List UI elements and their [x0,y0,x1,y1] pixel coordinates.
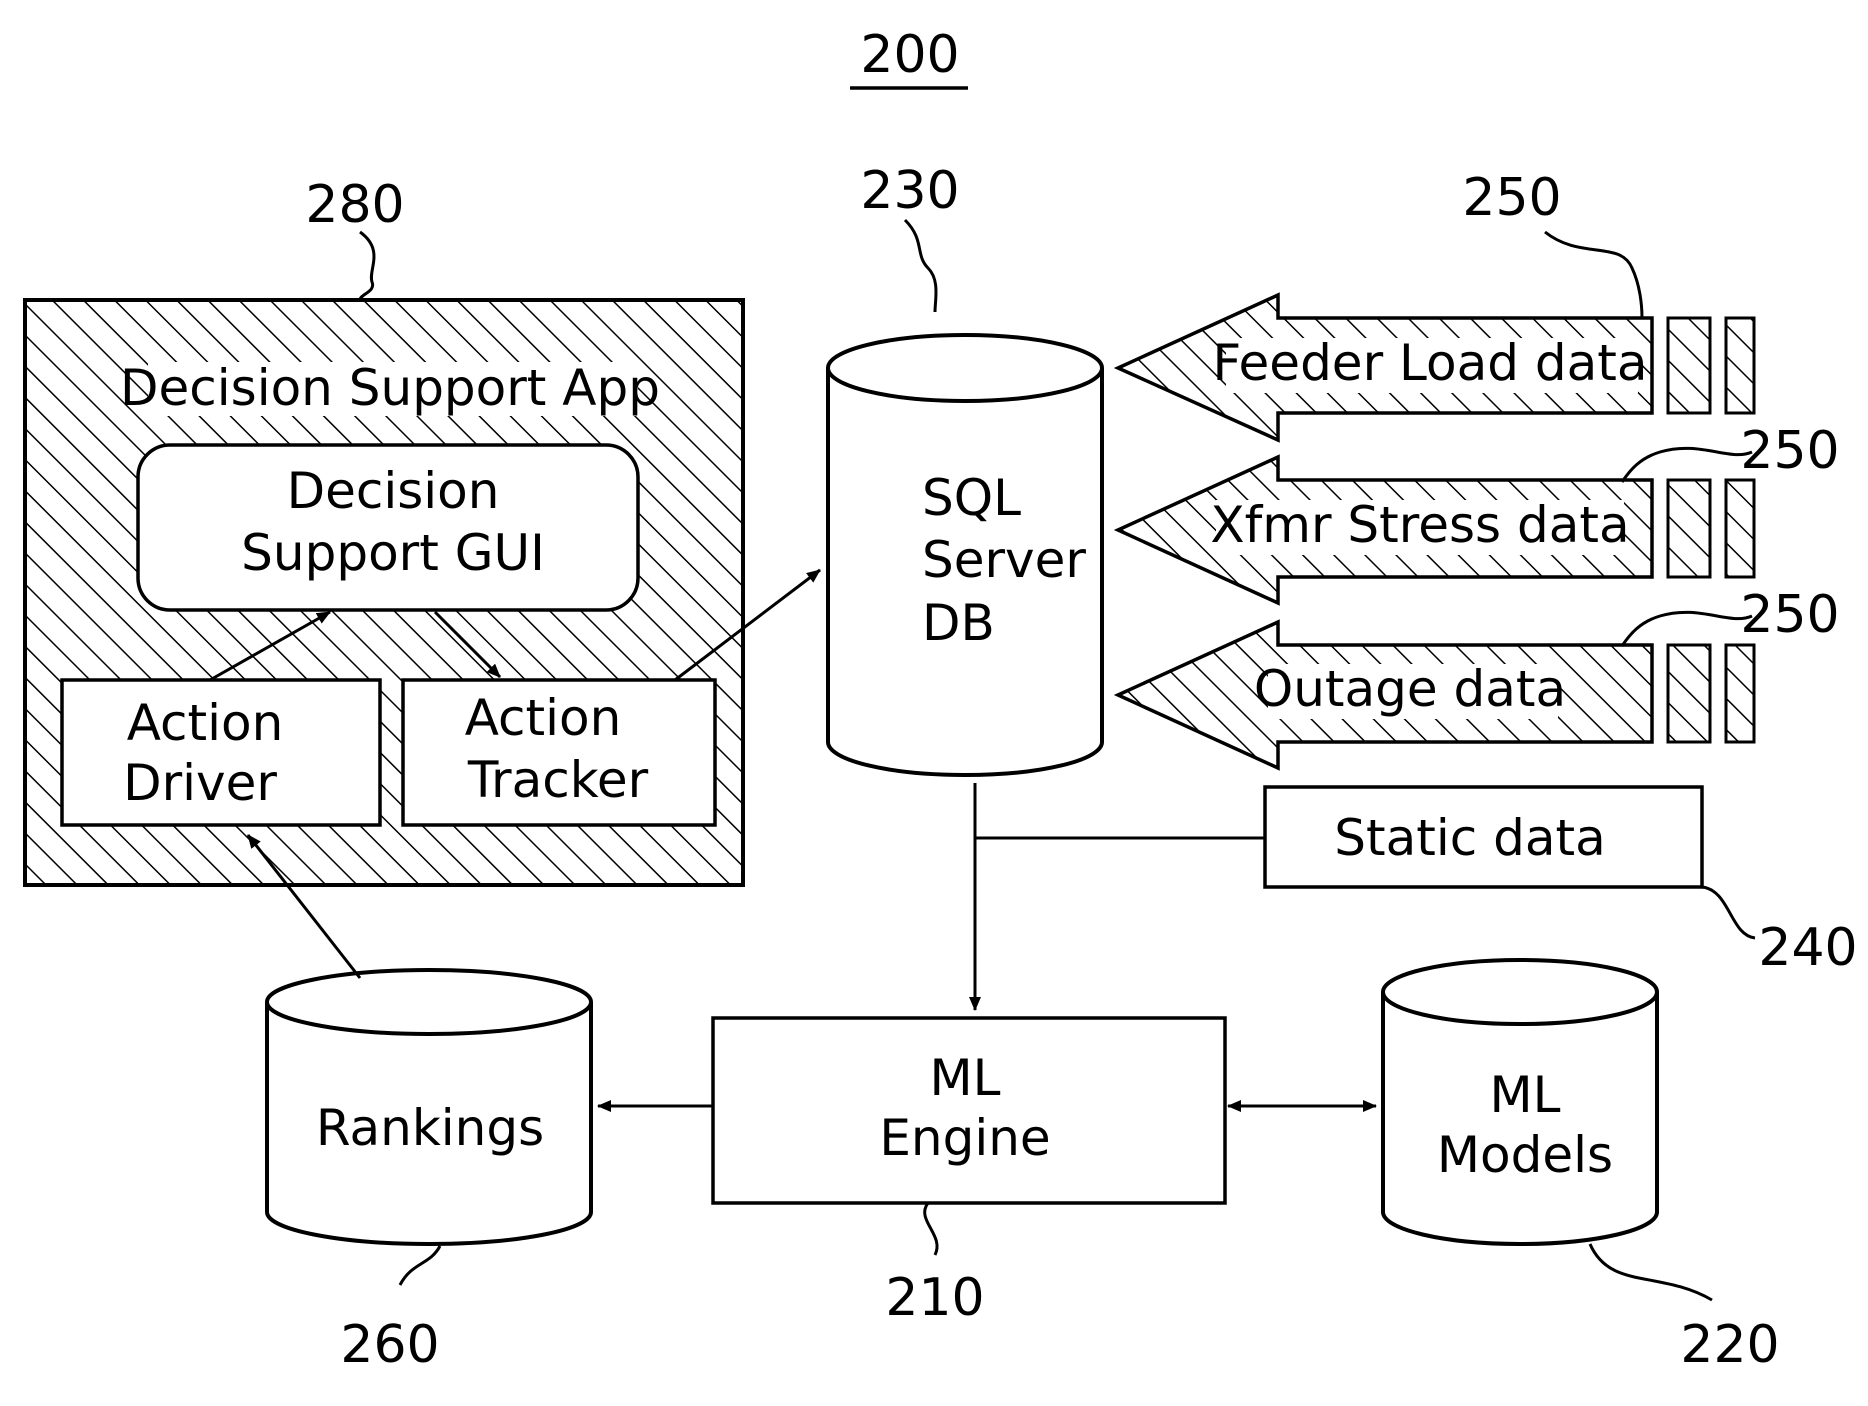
decision-support-app: Decision Support App Decision Support GU… [25,300,743,885]
xfmr-stress-tail-2 [1726,480,1754,577]
ml-engine-line2: Engine [879,1109,1050,1167]
sql-db-line1: SQL [922,469,1021,527]
ref-220: 220 [1590,1244,1780,1375]
ref-210-label: 210 [885,1268,984,1328]
data-feed-feeder-load: Feeder Load data [1118,295,1754,440]
ref-260-label: 260 [340,1315,439,1375]
outage-label: Outage data [1254,660,1566,718]
decision-support-gui-line1: Decision [287,462,500,520]
ref-250-mid: 250 [1622,421,1840,482]
data-feed-xfmr-stress: Xfmr Stress data [1118,457,1754,603]
ml-models-line1: ML [1490,1066,1561,1124]
ref-210: 210 [885,1203,984,1328]
rankings: Rankings [267,970,591,1244]
ml-models: ML Models [1383,960,1657,1244]
figure-number-label: 200 [860,25,959,85]
ref-280-label: 280 [305,175,404,235]
ml-engine: ML Engine [713,1018,1225,1203]
ref-250-low: 250 [1622,585,1840,646]
ref-260: 260 [340,1246,440,1375]
ref-250-top-label: 250 [1462,168,1561,228]
ref-230: 230 [860,161,959,312]
ref-250-top: 250 [1462,168,1642,318]
sql-db-line3: DB [922,594,995,652]
static-data: Static data [1265,787,1702,887]
feeder-load-tail-1 [1668,318,1710,413]
outage-tail-2 [1726,645,1754,742]
ref-230-label: 230 [860,161,959,221]
action-driver-line1: Action [127,694,284,752]
xfmr-stress-label: Xfmr Stress data [1210,496,1629,554]
static-data-label: Static data [1334,809,1605,867]
ref-220-label: 220 [1680,1315,1779,1375]
data-feed-outage: Outage data [1118,622,1754,768]
sql-db-line2: Server [922,531,1086,589]
ml-models-top [1383,960,1657,1024]
decision-support-app-title: Decision Support App [120,359,660,417]
feeder-load-tail-2 [1726,318,1754,413]
ref-280: 280 [305,175,404,300]
ref-250-mid-label: 250 [1740,421,1839,481]
xfmr-stress-tail-1 [1668,480,1710,577]
action-tracker-line1: Action [465,689,622,747]
rankings-label: Rankings [316,1099,544,1157]
outage-tail-1 [1668,645,1710,742]
action-tracker-line2: Tracker [467,751,649,809]
ml-models-line2: Models [1437,1126,1613,1184]
sql-server-db: SQL Server DB [828,335,1102,775]
ref-250-low-label: 250 [1740,585,1839,645]
feeder-load-label: Feeder Load data [1213,334,1648,392]
sql-db-top [828,335,1102,401]
action-driver-line2: Driver [123,754,277,812]
rankings-top [267,970,591,1034]
ref-240: 240 [1702,887,1858,978]
decision-support-gui-line2: Support GUI [241,524,545,582]
ml-engine-line1: ML [930,1049,1001,1107]
figure-number: 200 [850,25,968,88]
ref-240-label: 240 [1758,918,1857,978]
